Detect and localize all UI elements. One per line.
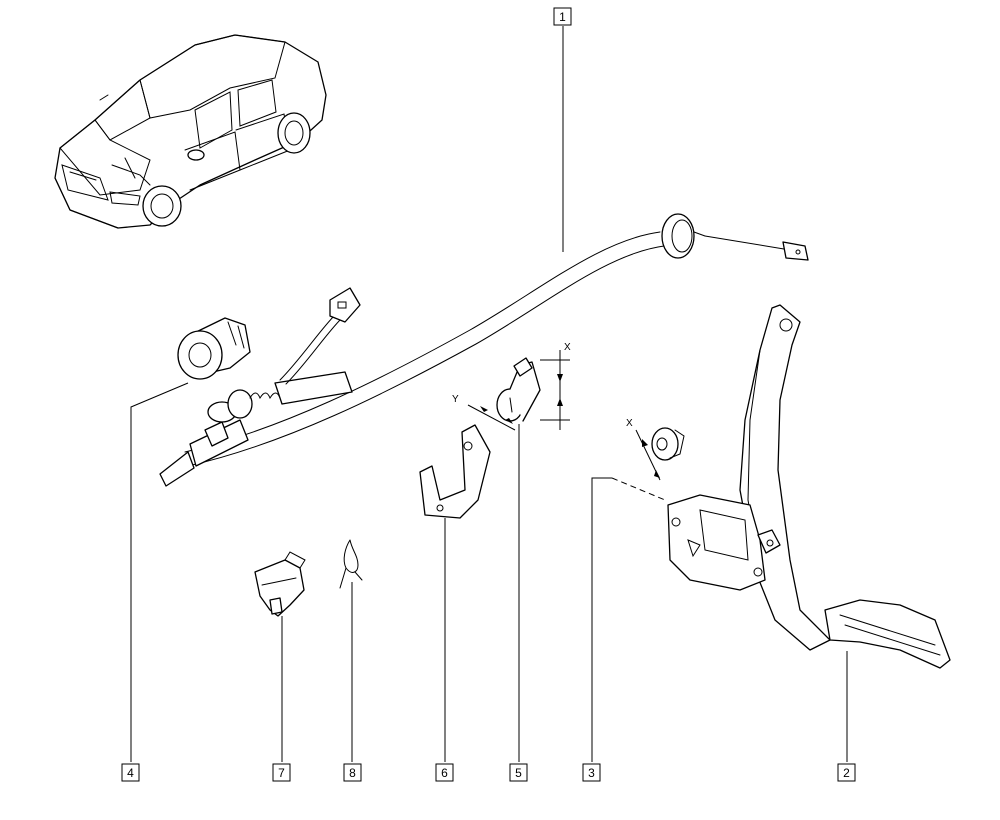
- car-illustration: [54, 34, 327, 229]
- callout-6: 6: [435, 763, 454, 782]
- svg-text:7: 7: [278, 766, 285, 780]
- callout-3: 3: [582, 763, 601, 782]
- svg-text:4: 4: [127, 766, 134, 780]
- callout-5: 5: [509, 763, 528, 782]
- svg-text:3: 3: [588, 766, 595, 780]
- bracket: [419, 424, 491, 519]
- callout-2: 2: [837, 763, 856, 782]
- svg-text:6: 6: [441, 766, 448, 780]
- callout-7: 7: [272, 763, 291, 782]
- svg-text:5: 5: [515, 766, 522, 780]
- clutch-cable: [159, 213, 809, 487]
- callout-1: 1: [553, 7, 572, 26]
- dimension-label-x-top: X: [564, 342, 571, 353]
- callout-8: 8: [343, 763, 362, 782]
- clip: [254, 551, 306, 617]
- svg-text:8: 8: [349, 766, 356, 780]
- bushing: [467, 350, 570, 431]
- spring-pin: [339, 539, 363, 589]
- leader-lines: [130, 26, 848, 762]
- grommet: [177, 317, 251, 380]
- clutch-pedal: [611, 304, 951, 669]
- svg-text:1: 1: [559, 10, 566, 24]
- dimension-label-y: Y: [452, 394, 459, 405]
- dimension-label-x-pedal: X: [626, 418, 633, 429]
- pedal-bushing: [635, 427, 685, 481]
- callout-4: 4: [121, 763, 140, 782]
- svg-text:2: 2: [843, 766, 850, 780]
